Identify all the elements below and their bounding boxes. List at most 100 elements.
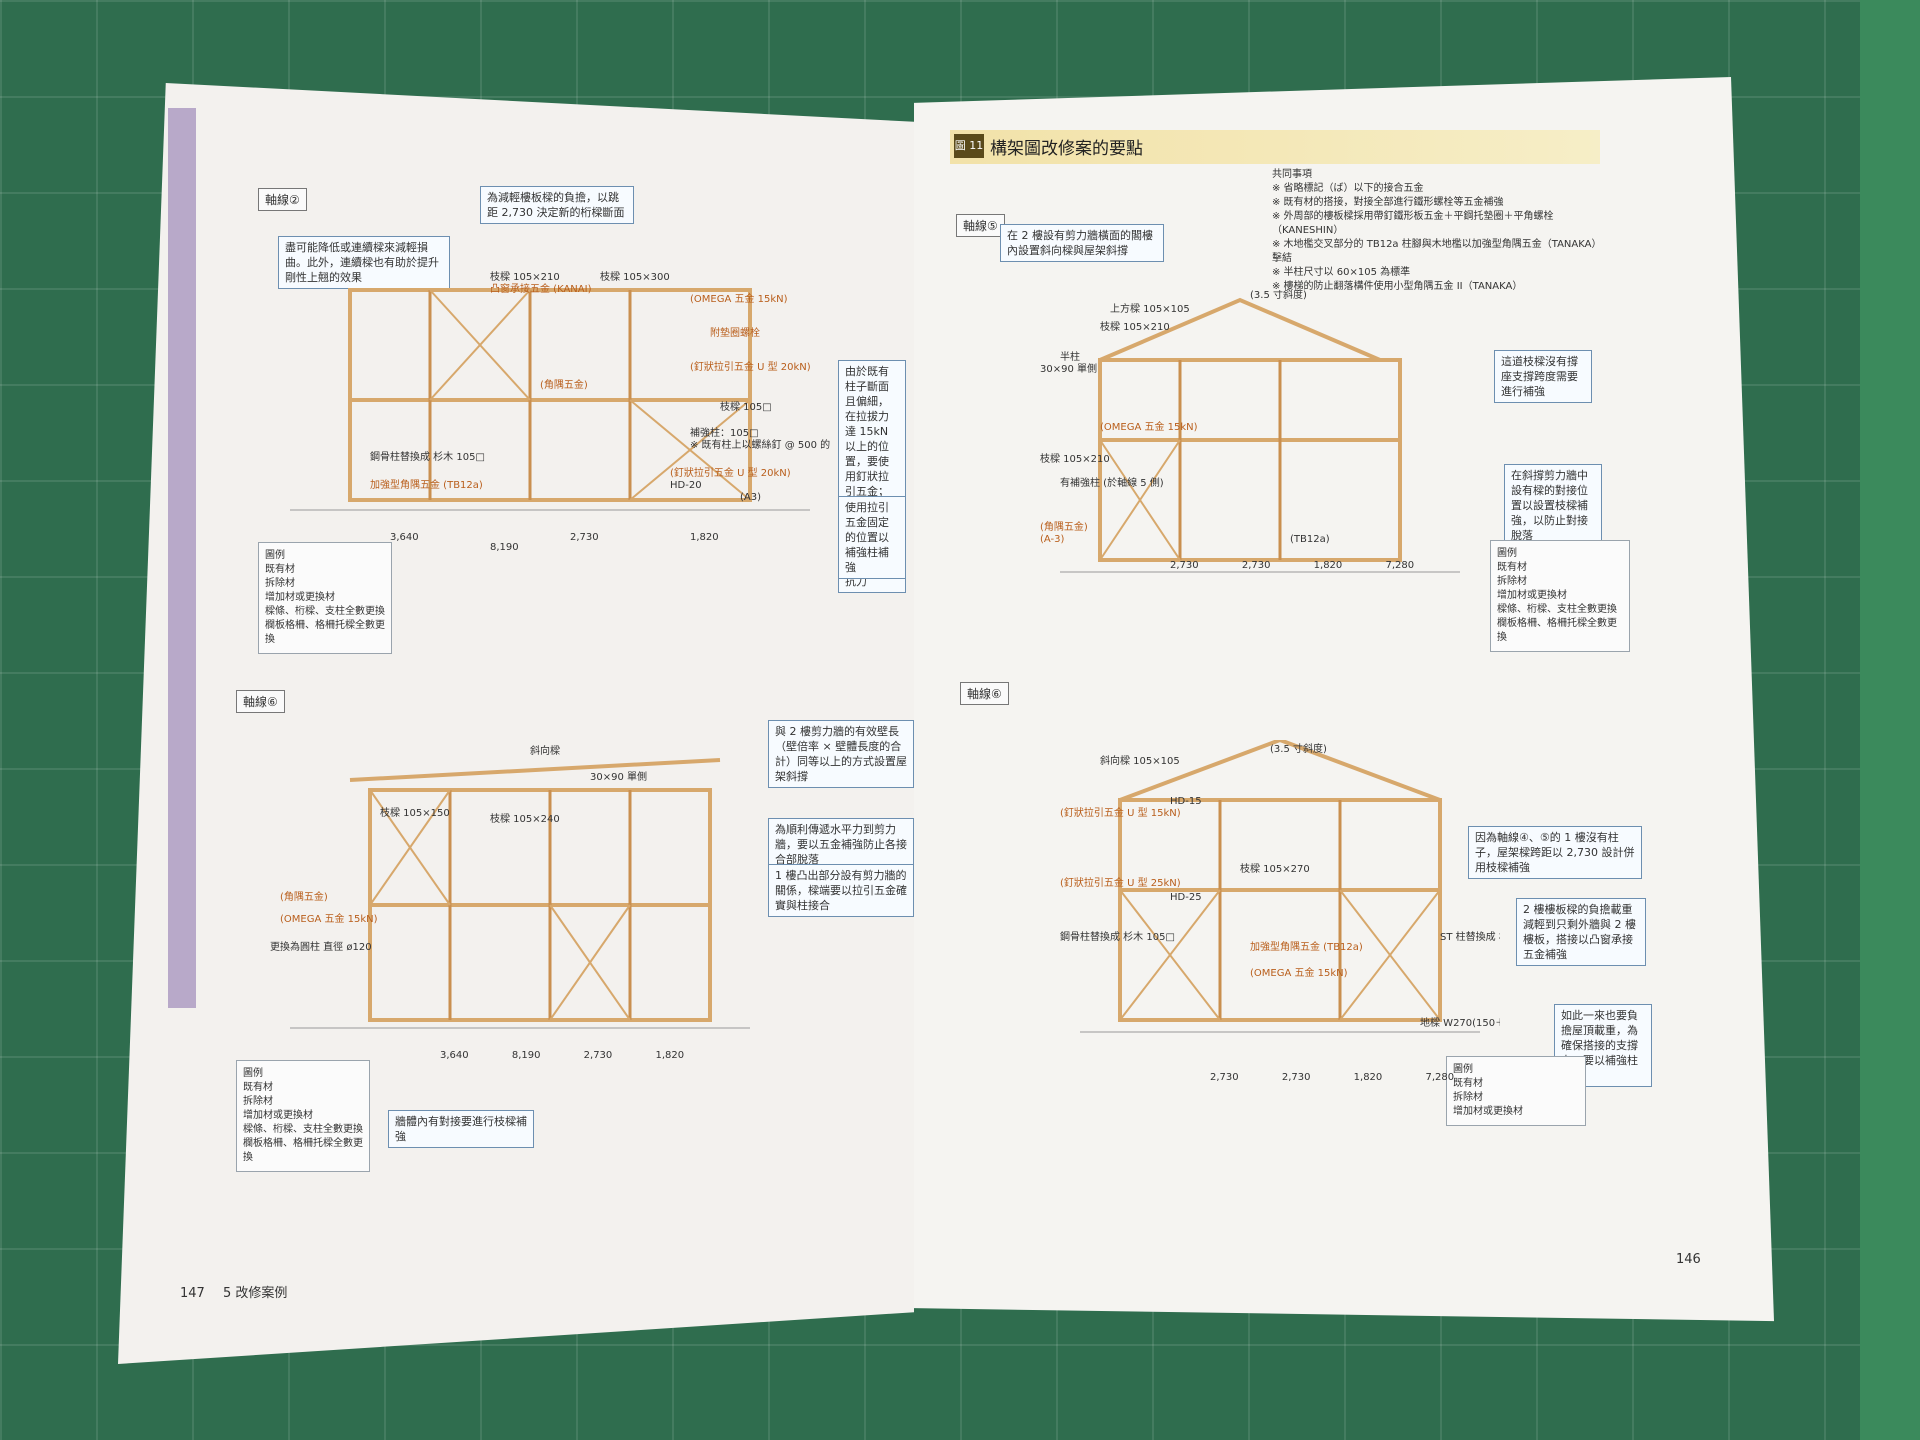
dimension: 7,280 bbox=[1425, 1072, 1455, 1083]
diagram-label: (TB12a) bbox=[1290, 534, 1330, 545]
callout: 與 2 樓剪力牆的有效壁長（壁倍率 × 壁體長度的合計）同等以上的方式設置屋架斜… bbox=[768, 720, 914, 788]
legend-title: 圖例 bbox=[265, 550, 285, 561]
note-item: ※ 半柱尺寸以 60×105 為標準 bbox=[1272, 267, 1411, 278]
diagram-label: ※ 既有柱上以螺絲釘 @ 500 的間距釘定 bbox=[690, 438, 830, 451]
diagram-label: (OMEGA 五金 15kN) bbox=[1100, 420, 1198, 433]
dimension: 2,730 bbox=[1210, 1072, 1239, 1083]
dimension: 3,640 bbox=[440, 1050, 469, 1061]
diagram-label: 枝樑 105×300 bbox=[600, 270, 670, 283]
legend-note: 樑條、桁樑、支柱全數更換 欄板格柵、格柵托樑全數更換 bbox=[1497, 604, 1617, 643]
common-notes: 共同事項 ※ 省略標記（ば）以下的接合五金 ※ 既有材的搭接，對接全部進行鐵形螺… bbox=[1272, 168, 1602, 294]
dimension-row: 2,730 2,730 1,820 7,280 bbox=[1170, 560, 1414, 571]
diagram-label: (3.5 寸斜度) bbox=[1270, 742, 1327, 755]
diagram-label: 鋼骨柱替換成 杉木 105□ bbox=[370, 450, 485, 463]
callout: 1 樓凸出部分設有剪力牆的關係，樑端要以拉引五金確實與柱接合 bbox=[768, 864, 914, 917]
diagram-label: 枝樑 105×270 bbox=[1240, 862, 1310, 875]
diagram-label: 枝樑 105×210 bbox=[490, 270, 560, 283]
dimension: 1,820 bbox=[1353, 1072, 1383, 1083]
frame-diagram-axis-5: (3.5 寸斜度) 上方樑 105×105 枝樑 105×210 30×90 單… bbox=[1040, 290, 1460, 573]
diagram-label: 附墊圈螺栓 bbox=[710, 326, 760, 339]
legend-item: 既有材 bbox=[265, 564, 295, 575]
legend-title: 圖例 bbox=[1453, 1064, 1473, 1075]
legend-item: 既有材 bbox=[243, 1082, 273, 1093]
legend-item: 拆除材 bbox=[1453, 1092, 1483, 1103]
note-item: ※ 省略標記（ば）以下的接合五金 bbox=[1272, 183, 1424, 194]
callout: 在斜撐剪力牆中設有樑的對接位置以設置枝樑補強，以防止對接脫落 bbox=[1504, 464, 1602, 547]
section-title: 5 改修案例 bbox=[222, 1286, 288, 1301]
callout: 盡可能降低或連續樑來減輕損曲。此外，連續樑也有助於提升剛性上翹的效果 bbox=[278, 236, 450, 289]
legend-item: 既有材 bbox=[1497, 562, 1527, 573]
figure-title: 構架圖改修案的要點 bbox=[990, 139, 1143, 159]
page-number: 147 bbox=[180, 1286, 205, 1301]
diagram-label: (角隅五金) bbox=[540, 378, 588, 391]
diagram-label: (3.5 寸斜度) bbox=[1250, 290, 1307, 301]
callout: 牆體內有對接要進行枝樑補強 bbox=[388, 1110, 534, 1148]
dimension: 1,820 bbox=[1313, 560, 1343, 571]
page-footer-left: 147 5 改修案例 bbox=[180, 1282, 287, 1301]
legend-item: 增加材或更換材 bbox=[243, 1110, 313, 1121]
diagram-label: 30×90 單側 bbox=[1040, 362, 1097, 375]
common-notes-title: 共同事項 bbox=[1272, 169, 1312, 180]
diagram-label: 枝樑 105□ bbox=[720, 400, 772, 413]
diagram-label: (釘狀拉引五金 U 型 20kN) bbox=[670, 466, 791, 479]
note-item: ※ 木地檻交叉部分的 TB12a 柱腳與木地檻以加強型角隅五金（TANAKA）擊… bbox=[1272, 239, 1602, 264]
frame-diagram-axis-6: 斜向樑 30×90 單側 枝樑 105×150 枝樑 105×240 (角隅五金… bbox=[270, 744, 750, 1029]
diagram-label: (釘狀拉引五金 U 型 15kN) bbox=[1060, 806, 1181, 819]
legend: 圖例 既有材 拆除材 增加材或更換材 樑條、桁樑、支柱全數更換 欄板格柵、格柵托… bbox=[258, 542, 392, 654]
note-item: ※ 樓梯的防止翻落構件使用小型角隅五金 II（TANAKA） bbox=[1272, 281, 1523, 292]
dimension: 8,190 bbox=[511, 1050, 541, 1061]
legend-item: 既有材 bbox=[1453, 1078, 1483, 1089]
diagram-label: 枝樑 105×210 bbox=[1100, 320, 1170, 333]
callout: 為減輕樓板樑的負擔，以跳距 2,730 決定新的桁樑斷面 bbox=[480, 186, 634, 224]
callout: 2 樓樓板樑的負擔載重減輕到只剩外牆與 2 樓樓板，搭接以凸窗承接五金補強 bbox=[1516, 898, 1646, 966]
diagram-label: 30×90 單側 bbox=[590, 770, 647, 783]
axis-label: 軸線⑤ bbox=[956, 214, 1005, 237]
diagram-label: ST 柱替換成 杉木 105□ bbox=[1440, 930, 1500, 943]
legend: 圖例 既有材 拆除材 增加材或更換材 樑條、桁樑、支柱全數更換 欄板格柵、格柵托… bbox=[236, 1060, 370, 1172]
diagram-label: HD-25 bbox=[1170, 892, 1202, 903]
diagram-label: 半柱 bbox=[1060, 350, 1080, 363]
diagram-label: (角隅五金) bbox=[280, 890, 328, 903]
diagram-label: 更換為圓柱 直徑 ø120 bbox=[270, 940, 372, 953]
diagram-label: 加強型角隅五金 (TB12a) bbox=[1250, 940, 1363, 953]
legend-item: 拆除材 bbox=[1497, 576, 1527, 587]
diagram-label: 枝樑 105×210 bbox=[1040, 452, 1110, 465]
legend-item: 增加材或更換材 bbox=[1453, 1106, 1523, 1117]
diagram-label: 凸窗承接五金 (KANAI) bbox=[490, 282, 592, 295]
dimension: 2,730 bbox=[1281, 1072, 1311, 1083]
diagram-label: (釘狀拉引五金 U 型 20kN) bbox=[690, 360, 811, 373]
diagram-label: 斜向樑 105×105 bbox=[1100, 754, 1180, 767]
diagram-label: HD-20 bbox=[670, 480, 702, 491]
dimension-row: 3,640 8,190 2,730 1,820 bbox=[440, 1050, 684, 1061]
figure-badge: 圖 11 bbox=[954, 134, 984, 158]
diagram-label: HD-15 bbox=[1170, 796, 1202, 807]
dimension: 8,190 bbox=[490, 542, 519, 553]
axis-label: 軸線② bbox=[258, 188, 307, 211]
diagram-label: (A3) bbox=[740, 492, 761, 503]
legend-item: 增加材或更換材 bbox=[265, 592, 335, 603]
right-page bbox=[914, 76, 1774, 1322]
page-number: 146 bbox=[1676, 1252, 1701, 1267]
legend-title: 圖例 bbox=[1497, 548, 1517, 559]
note-item: ※ 外周部的樓板樑採用帶釘鐵形板五金＋平鋼托墊圈＋平角螺栓（KANESHIN） bbox=[1272, 211, 1554, 236]
diagram-label: 枝樑 105×150 bbox=[380, 806, 450, 819]
diagram-label: 鋼骨柱替換成 杉木 105□ bbox=[1060, 930, 1175, 943]
frame-diagram-axis-2: 枝樑 105×210 凸窗承接五金 (KANAI) 枝樑 105×300 (OM… bbox=[290, 270, 830, 553]
callout: 為順利傳遞水平力到剪力牆，要以五金補強防止各接合部脫落 bbox=[768, 818, 914, 871]
axis-label: 軸線⑥ bbox=[236, 690, 285, 713]
diagram-label: (OMEGA 五金 15kN) bbox=[1250, 966, 1348, 979]
callout: 使用拉引五金固定的位置以補強柱補強 bbox=[838, 496, 906, 579]
figure-title-bar bbox=[950, 130, 1600, 164]
diagram-label: (角隅五金) bbox=[1040, 520, 1088, 533]
dimension: 2,730 bbox=[583, 1050, 613, 1061]
diagram-label: (OMEGA 五金 15kN) bbox=[690, 292, 788, 305]
legend-item: 拆除材 bbox=[243, 1096, 273, 1107]
dimension: 1,820 bbox=[655, 1050, 685, 1061]
callout: 在 2 樓設有剪力牆橫面的閣樓內設置斜向樑與屋架斜撐 bbox=[1000, 224, 1164, 262]
diagram-label: 有補強柱 (於軸線 5 側) bbox=[1060, 476, 1164, 489]
legend-title: 圖例 bbox=[243, 1068, 263, 1079]
note-item: ※ 既有材的搭接，對接全部進行鐵形螺栓等五金補強 bbox=[1272, 197, 1504, 208]
callout: 因為軸線④、⑤的 1 樓沒有柱子，屋架樑跨距以 2,730 設計併用枝樑補強 bbox=[1468, 826, 1642, 879]
diagram-label: (A-3) bbox=[1040, 534, 1064, 545]
axis-label: 軸線⑥ bbox=[960, 682, 1009, 705]
